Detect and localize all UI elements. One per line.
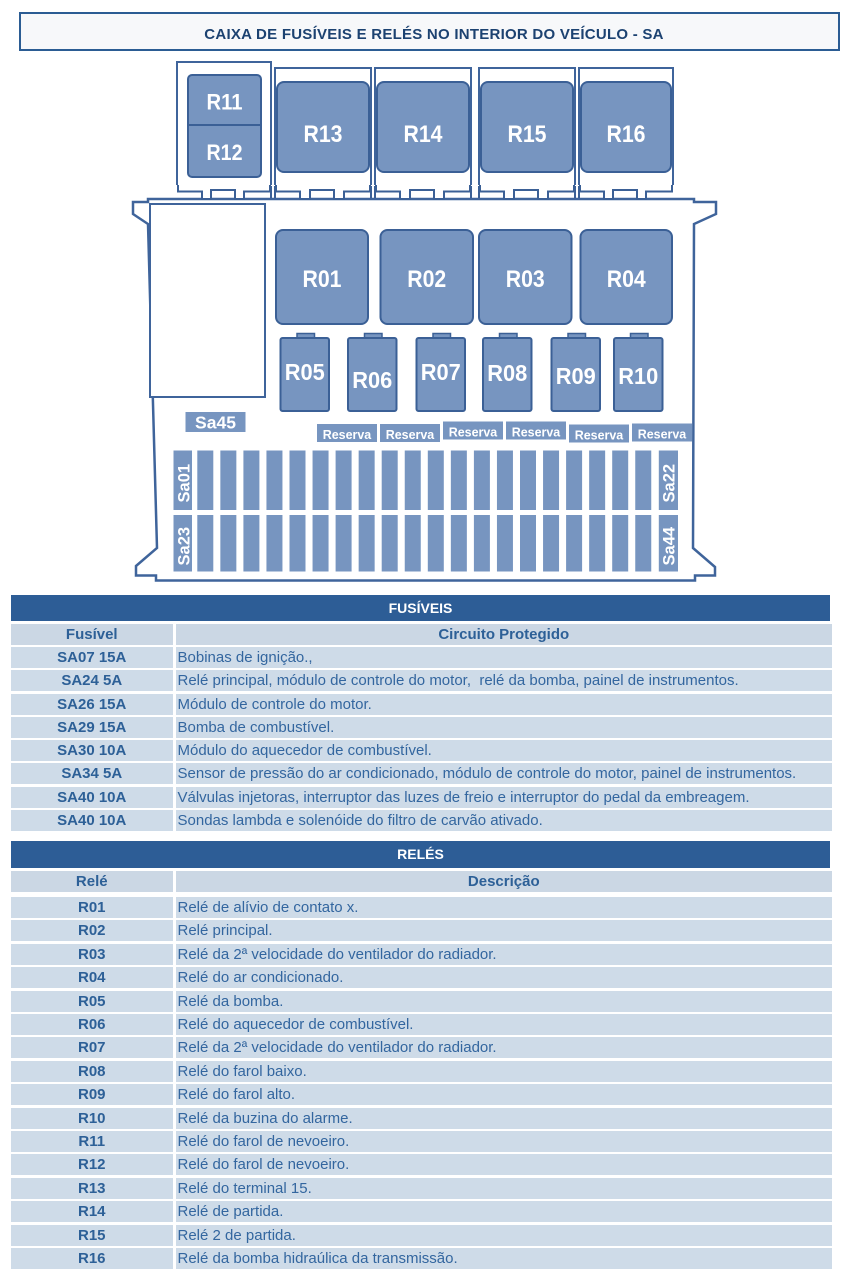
svg-text:R07: R07: [421, 359, 461, 385]
svg-text:Reserva: Reserva: [449, 425, 498, 440]
svg-text:R01: R01: [303, 266, 342, 293]
svg-text:R04: R04: [607, 266, 647, 293]
svg-text:Reserva: Reserva: [575, 428, 624, 443]
svg-text:R09: R09: [556, 363, 596, 389]
svg-text:R08: R08: [487, 360, 527, 386]
svg-text:R14: R14: [404, 121, 444, 148]
svg-text:R15: R15: [508, 121, 547, 148]
svg-text:Sa22: Sa22: [660, 464, 678, 503]
svg-text:R13: R13: [304, 121, 343, 148]
svg-text:Reserva: Reserva: [323, 427, 372, 442]
svg-text:R10: R10: [618, 363, 658, 389]
svg-text:R06: R06: [352, 367, 392, 393]
svg-text:Reserva: Reserva: [512, 425, 561, 440]
svg-text:R05: R05: [285, 359, 325, 385]
svg-text:Sa01: Sa01: [176, 464, 194, 503]
svg-text:Reserva: Reserva: [386, 427, 435, 442]
svg-text:Sa44: Sa44: [660, 526, 678, 565]
svg-text:Sa45: Sa45: [195, 412, 236, 432]
svg-text:R12: R12: [207, 140, 243, 165]
svg-text:R11: R11: [207, 90, 243, 115]
svg-text:R03: R03: [506, 266, 545, 293]
svg-text:Reserva: Reserva: [638, 427, 687, 442]
svg-text:Sa23: Sa23: [176, 527, 194, 566]
svg-text:R02: R02: [407, 266, 446, 293]
svg-text:R16: R16: [607, 121, 646, 148]
